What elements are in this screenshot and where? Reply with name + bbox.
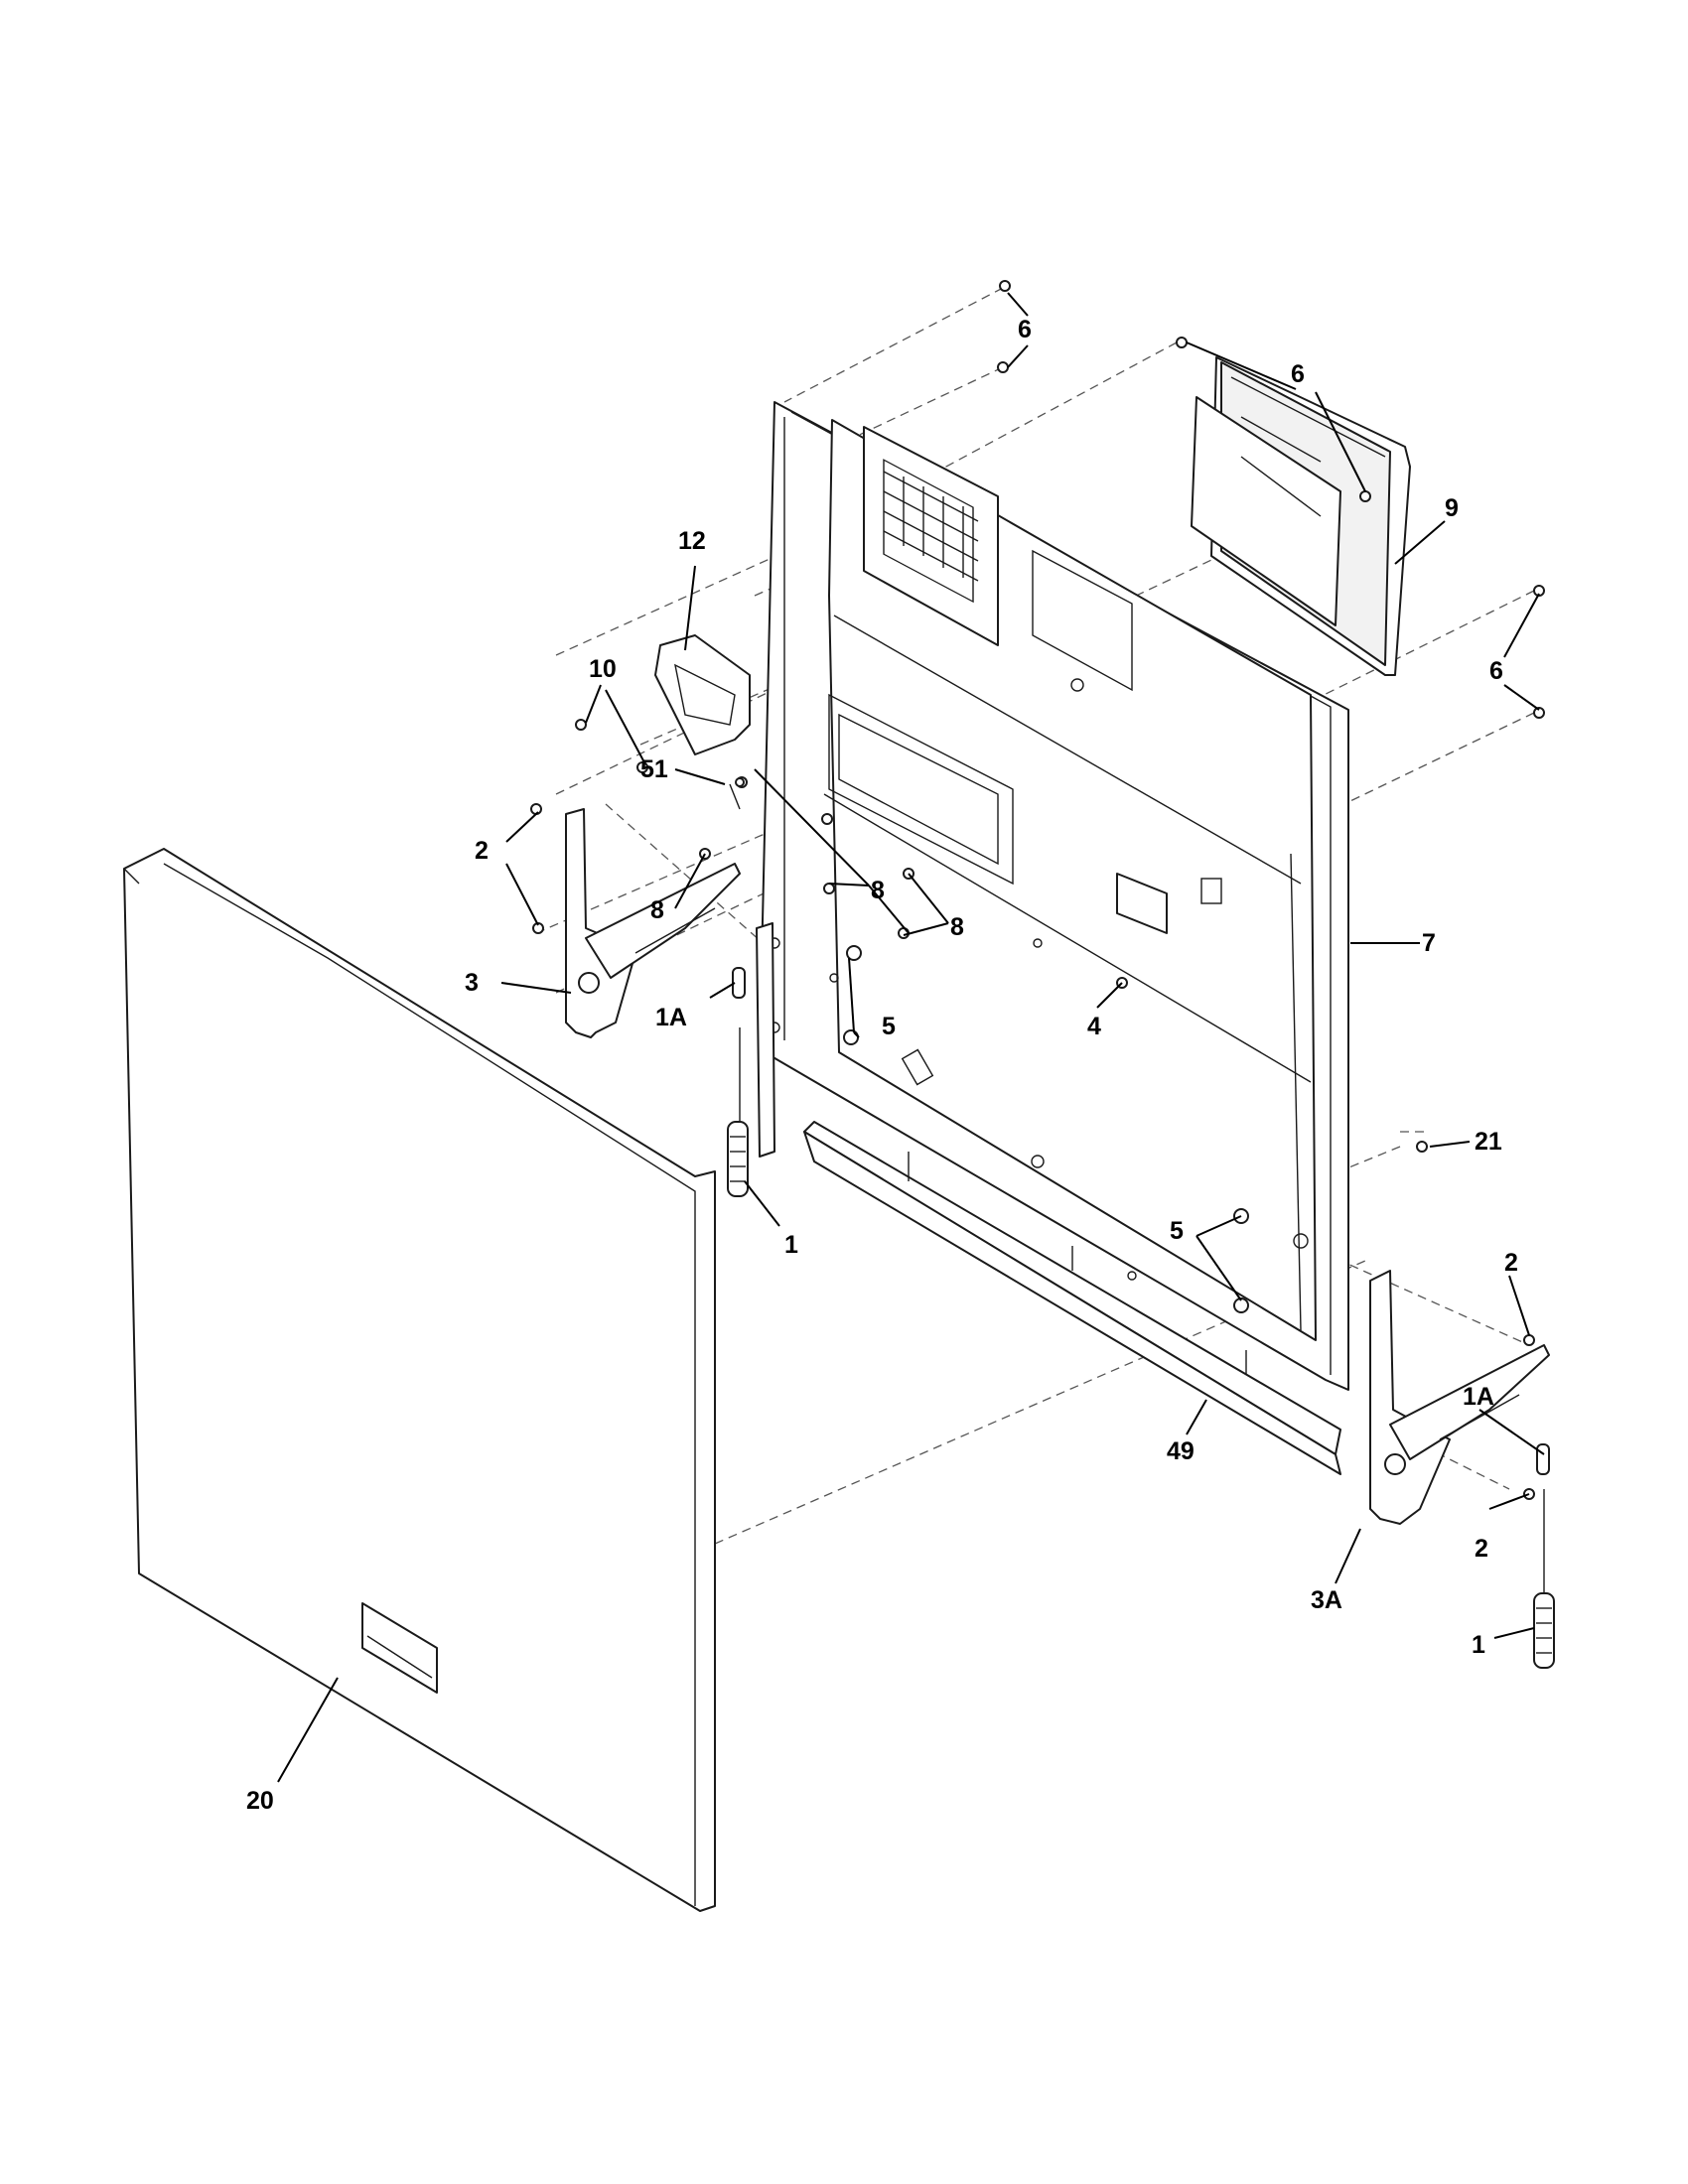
- control-panel-module: [1191, 356, 1411, 676]
- callout-1-left: 1: [784, 1231, 798, 1259]
- spring-left: [727, 1027, 749, 1197]
- side-bracket: [756, 922, 775, 1158]
- callout-1-right: 1: [1472, 1631, 1485, 1659]
- callout-1A-left: 1A: [655, 1004, 687, 1031]
- callout-2-left: 2: [475, 837, 489, 865]
- callout-6-top: 6: [1018, 316, 1032, 343]
- vent-grid: [883, 459, 979, 604]
- callout-5-lower: 5: [1170, 1217, 1184, 1245]
- callout-3: 3: [465, 969, 479, 997]
- callout-3A: 3A: [1311, 1586, 1342, 1614]
- right-hinge: [1369, 1270, 1550, 1525]
- callout-10: 10: [589, 655, 617, 683]
- callout-labels: 6 6 6 9 12 10 51 2 8 8 8 3 1A 5 4 7 21 1…: [246, 316, 1518, 1815]
- callout-2-right-bottom: 2: [1475, 1535, 1488, 1563]
- callout-21: 21: [1475, 1128, 1502, 1156]
- callout-8-right: 8: [950, 913, 964, 941]
- callout-6-mid: 6: [1291, 360, 1305, 388]
- door-latch: [654, 634, 751, 755]
- callout-1A-right: 1A: [1463, 1383, 1494, 1411]
- leader-lines: [277, 292, 1545, 1783]
- spring-right: [1533, 1489, 1555, 1669]
- callout-9: 9: [1445, 494, 1459, 522]
- hinge-link-left: [732, 967, 746, 999]
- callout-6-right: 6: [1489, 657, 1503, 685]
- callout-51: 51: [640, 755, 668, 783]
- hinge-link-right: [1536, 1443, 1550, 1475]
- callout-4: 4: [1087, 1013, 1101, 1040]
- callout-49: 49: [1167, 1437, 1195, 1465]
- bottom-channel: [803, 1121, 1341, 1475]
- fasteners: [530, 280, 1545, 1500]
- callout-8-mid: 8: [871, 877, 885, 904]
- callout-7: 7: [1422, 929, 1436, 957]
- callout-20: 20: [246, 1787, 274, 1815]
- inner-door-panel: [759, 401, 1349, 1391]
- callout-8-left: 8: [650, 896, 664, 924]
- callout-2-right-top: 2: [1504, 1249, 1518, 1277]
- outer-door-panel: [123, 848, 716, 1912]
- callout-12: 12: [678, 527, 706, 555]
- callout-5-upper: 5: [882, 1013, 896, 1040]
- left-hinge: [565, 808, 741, 1038]
